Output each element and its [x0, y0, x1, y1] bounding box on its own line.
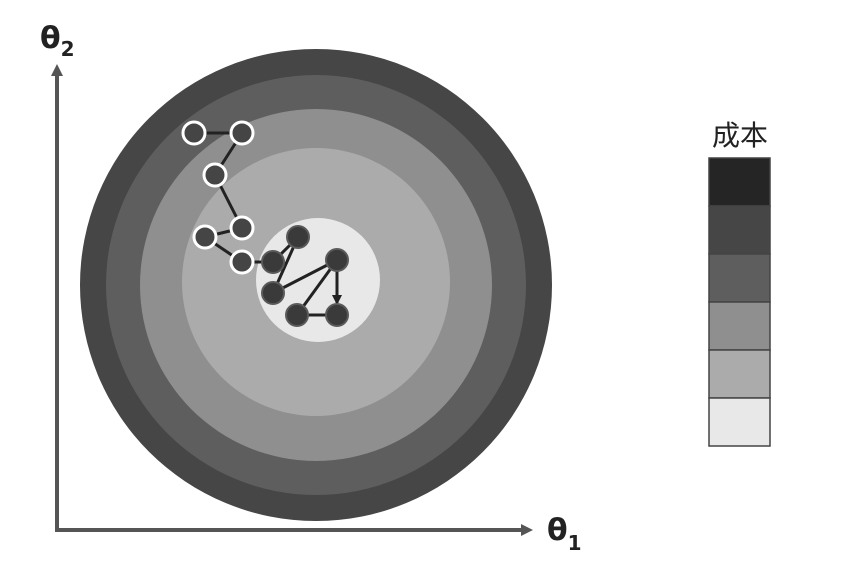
descent-step-point [181, 120, 207, 146]
descent-path-points [181, 120, 349, 327]
theta2-axis-label: θ2 [40, 21, 75, 61]
descent-path [181, 120, 349, 327]
descent-step-point [261, 281, 285, 305]
legend-title: 成本 [712, 119, 768, 152]
descent-step-point [202, 162, 228, 188]
descent-step-point [325, 303, 349, 327]
theta1-axis-label: θ1 [547, 513, 582, 555]
descent-step-point [229, 249, 255, 275]
descent-step-point [325, 248, 349, 272]
descent-step-point [229, 215, 255, 241]
cost-legend: 成本 [708, 119, 771, 447]
legend-swatch [708, 301, 771, 351]
descent-step-point [285, 303, 309, 327]
descent-step-point [229, 120, 255, 146]
legend-swatch [708, 157, 771, 207]
descent-step-line [272, 258, 338, 295]
axes: θ2 θ1 [40, 21, 582, 555]
descent-step-point [286, 225, 310, 249]
legend-colorbar [708, 157, 771, 447]
contour-ring-5 [256, 218, 380, 342]
descent-step-point [192, 224, 218, 250]
descent-step-point [261, 250, 285, 274]
cost-contours [80, 49, 552, 521]
legend-swatch [708, 397, 771, 447]
legend-swatch [708, 205, 771, 255]
legend-swatch [708, 253, 771, 303]
legend-swatch [708, 349, 771, 399]
